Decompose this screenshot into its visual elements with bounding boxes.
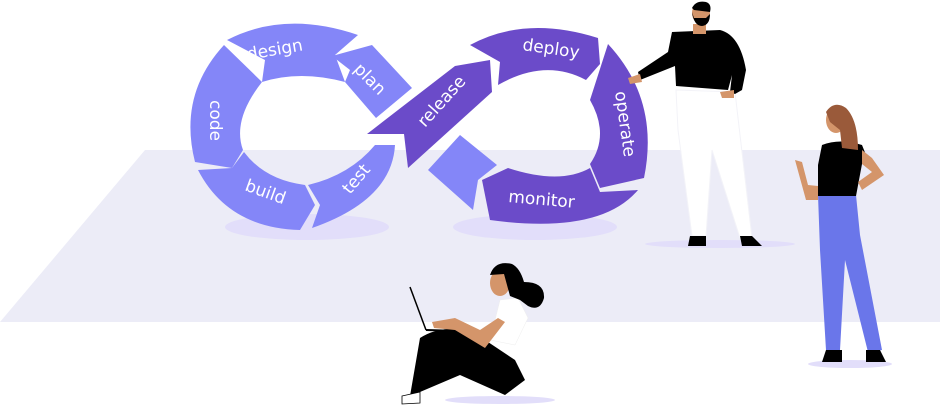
- woman-shirt: [818, 141, 868, 196]
- crossing-arrow-lower: [428, 135, 497, 210]
- man-shadow: [645, 240, 795, 248]
- man-hair: [692, 1, 711, 12]
- sitting-woman-legs: [410, 328, 525, 396]
- man-beard: [692, 12, 710, 26]
- right-loop: [367, 28, 648, 224]
- man-neck: [693, 24, 706, 34]
- stage-operate-arrow: [590, 44, 648, 188]
- sitting-woman-shoe: [401, 391, 421, 405]
- sitting-woman-figure: [401, 263, 545, 405]
- stage-monitor-arrow: [482, 168, 638, 224]
- man-hand-left: [628, 74, 642, 84]
- standing-man-figure: [628, 1, 762, 246]
- woman-arm-hip: [858, 150, 884, 190]
- woman-arm-raised: [795, 160, 818, 200]
- man-pants: [675, 89, 753, 239]
- woman-hair: [826, 104, 858, 150]
- label-code: code: [205, 100, 225, 141]
- woman-pants: [818, 195, 882, 352]
- stage-code-arrow: [190, 45, 262, 168]
- stage-test-arrow: [308, 145, 395, 228]
- sitting-woman-hair: [490, 263, 545, 308]
- man-hand-right: [720, 90, 734, 98]
- sitting-woman-shadow: [445, 396, 555, 404]
- stage-plan-arrow: [332, 45, 412, 118]
- laptop-screen: [409, 286, 427, 331]
- stage-deploy-arrow: [470, 28, 600, 85]
- left-loop: [190, 23, 497, 230]
- standing-woman-figure: [795, 104, 886, 362]
- stage-release-arrow: [367, 60, 492, 168]
- man-shoe-left: [688, 236, 706, 246]
- woman-shoe-left: [822, 350, 842, 362]
- man-shoe-right: [740, 236, 762, 246]
- man-shirt: [638, 30, 746, 94]
- stage-build-arrow: [198, 152, 315, 230]
- sitting-woman-arm: [432, 318, 505, 348]
- stage-design-arrow: [227, 23, 358, 82]
- woman-shoe-right: [866, 350, 886, 362]
